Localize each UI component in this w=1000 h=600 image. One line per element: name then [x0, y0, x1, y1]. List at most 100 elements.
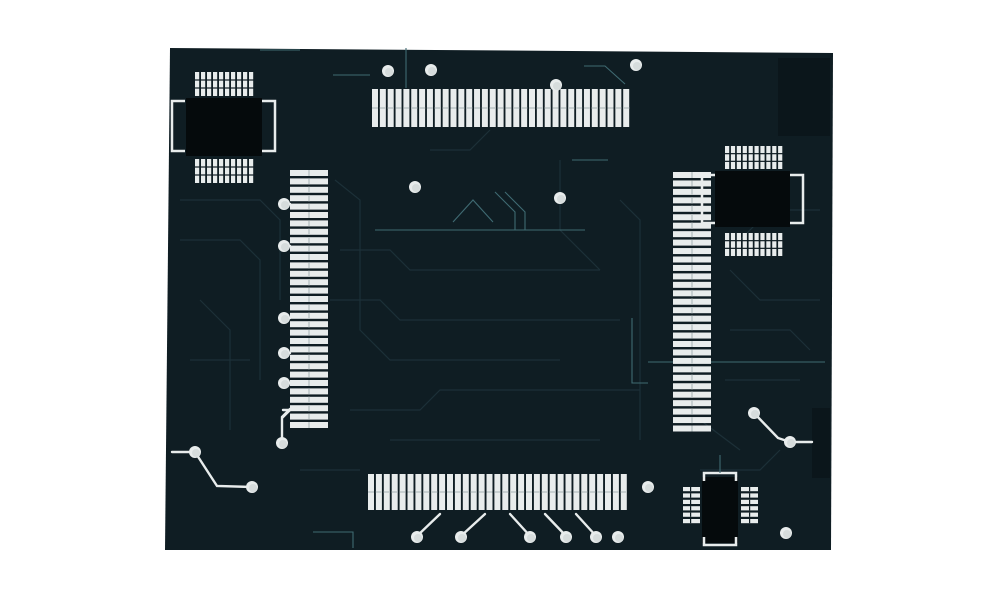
- top-row-pad-12-seam: [458, 107, 465, 109]
- chip-bottom-right-left-pin-gap-2: [690, 493, 692, 498]
- via-8-shade: [281, 243, 289, 251]
- chip-top-left-pin-gap-2-2: [195, 174, 255, 176]
- chip-top-left-pin-2-8: [237, 159, 242, 183]
- chip-bottom-right-right-pin-gap-4: [749, 506, 751, 511]
- bottom-row-pad-32-seam: [612, 491, 619, 493]
- via-15-shade: [645, 484, 653, 492]
- left-col-pad-31-seam: [308, 422, 310, 428]
- right-col-pad-16-seam: [691, 298, 693, 305]
- bottom-row-pad-27-seam: [573, 491, 580, 493]
- left-col-pad-15-seam: [308, 287, 310, 294]
- chip-top-left-pin-1-8: [237, 72, 242, 96]
- top-row-pad-19-seam: [513, 107, 520, 109]
- chip-right-pin-1-2: [730, 146, 736, 169]
- left-col-pad-24-seam: [308, 363, 310, 370]
- right-col-pad-26-seam: [691, 383, 693, 390]
- chip-bottom-right-right-pin-gap-1: [749, 487, 751, 492]
- visible-trace-lines: [260, 48, 825, 548]
- via-6-shade: [557, 195, 565, 203]
- chip-bottom-right-left-pin-3: [683, 499, 700, 504]
- via-3-shade: [553, 82, 561, 90]
- via-11-shade: [281, 380, 289, 388]
- chip-top-left-pin-2-4: [213, 159, 218, 183]
- left-col-pad-26-seam: [308, 380, 310, 386]
- chip-bottom-right-right-pin-gap-2: [749, 493, 751, 498]
- top-row-pad-30-seam: [599, 107, 606, 109]
- left-col-pad-13-seam: [308, 270, 310, 277]
- top-row-pad-18-seam: [505, 107, 512, 109]
- bottom-row-pad-10-seam: [439, 491, 446, 493]
- chip-top-left-pin-1-6: [225, 72, 230, 96]
- chip-right-pin-gap-1-2: [725, 160, 784, 162]
- trace-6: [350, 389, 640, 411]
- chip-bottom-right-left-pin-gap-4: [690, 506, 692, 511]
- left-col-pad-14-seam: [308, 279, 310, 286]
- bottom-row-pad-23-seam: [541, 491, 548, 493]
- left-col-pad-1-seam: [308, 170, 310, 176]
- right-col-pad-22-seam: [691, 349, 693, 356]
- chip-top-left-pin-1-10: [249, 72, 254, 96]
- chip-bottom-right-right-pin-gap-5: [749, 512, 751, 517]
- chip-right-pin-1-1: [725, 146, 730, 169]
- right-col-pad-11-seam: [691, 256, 693, 263]
- bottom-row-pad-7-seam: [415, 491, 422, 493]
- trace-3: [199, 299, 231, 430]
- top-row-pad-31-seam: [607, 107, 614, 109]
- chip-right-pin-1-6: [754, 146, 759, 169]
- left-col-pad-12-seam: [308, 262, 310, 269]
- highlight-trace-2: [494, 191, 516, 230]
- chip-right-pin-2-4: [742, 233, 747, 256]
- top-row-pad-2-seam: [379, 107, 386, 109]
- top-row-pad-23-seam: [544, 107, 551, 109]
- chip-top-left-pin-2-6: [225, 159, 230, 183]
- chip-bottom-right-right-pin-gap-3: [749, 499, 751, 504]
- right-col-pad-14-seam: [691, 281, 693, 288]
- silk-line-6: [459, 512, 487, 538]
- chip-right-pin-1-4: [742, 146, 747, 169]
- ic-chip-right: [700, 146, 805, 256]
- chip-bottom-right-outline-2: [702, 537, 738, 547]
- chip-right-pin-2-8: [766, 233, 771, 256]
- trace-11: [730, 329, 811, 351]
- top-row-pad-16-seam: [489, 107, 496, 109]
- trace-15: [430, 129, 491, 151]
- highlight-trace-11: [584, 65, 626, 85]
- right-col-pad-23-seam: [691, 357, 693, 364]
- trace-19: [699, 419, 741, 451]
- pad-column-right: [673, 172, 711, 432]
- bottom-row-pad-8-seam: [423, 491, 430, 493]
- left-col-pad-2-seam: [308, 178, 310, 185]
- bottom-row-pad-9-seam: [431, 491, 438, 493]
- circuit-board: [165, 48, 833, 550]
- chip-top-left-body: [186, 98, 262, 156]
- left-col-pad-19-seam: [308, 321, 310, 328]
- bottom-row-pad-13-seam: [462, 491, 469, 493]
- chip-bottom-right-left-pin-gap-1: [690, 487, 692, 492]
- bottom-row-pad-29-seam: [589, 491, 596, 493]
- bottom-row-pad-5-seam: [399, 491, 406, 493]
- chip-top-left-pin-2-5: [219, 159, 224, 183]
- via-24-shade: [615, 534, 623, 542]
- top-row-pad-4-seam: [395, 107, 402, 109]
- top-row-pad-29-seam: [591, 107, 598, 109]
- right-col-pad-8-seam: [691, 231, 693, 238]
- ic-chip-top-left: [170, 72, 277, 183]
- trace-7: [330, 299, 620, 321]
- chip-top-left-outline-2: [262, 99, 277, 153]
- top-row-pad-8-seam: [426, 107, 433, 109]
- right-col-pad-28-seam: [691, 400, 693, 407]
- via-23-shade: [593, 534, 601, 542]
- bottom-row-pad-33-seam: [620, 491, 627, 493]
- chip-top-left-pin-gap-2-1: [195, 166, 255, 168]
- chip-bottom-right-left-pin-gap-5: [690, 512, 692, 517]
- chip-right-pin-2-1: [725, 233, 730, 256]
- right-col-pad-19-seam: [691, 324, 693, 331]
- via-22-shade: [563, 534, 571, 542]
- chip-right-pin-2-7: [760, 233, 765, 256]
- highlight-trace-8: [313, 531, 354, 548]
- via-20-shade: [458, 534, 466, 542]
- chip-right-pin-1-5: [748, 146, 753, 169]
- top-row-pad-21-seam: [529, 107, 535, 109]
- top-row-pad-22-seam: [536, 107, 543, 109]
- left-col-pad-3-seam: [308, 186, 310, 193]
